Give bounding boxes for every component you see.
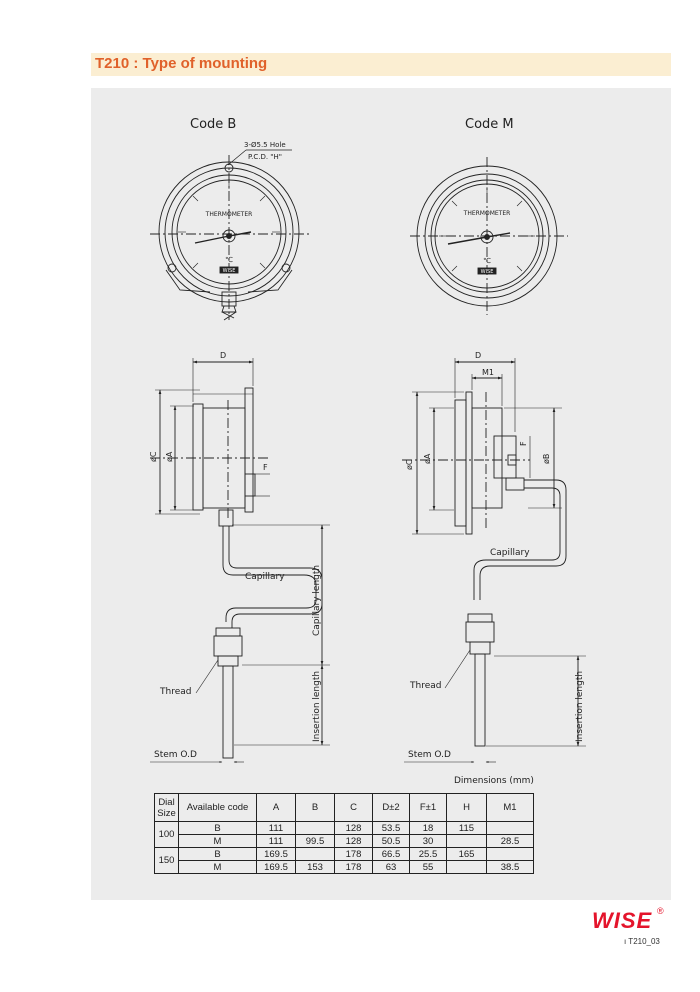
table-cell: 111 (256, 821, 296, 835)
table-cell: 111 (256, 834, 296, 848)
table-row: M 169.5 153 178 63 55 38.5 (155, 860, 534, 874)
b-insertion-length: Insertion length (312, 671, 322, 742)
b-dim-d: D (220, 351, 226, 360)
code-m-dial-text: THERMOMETER (463, 210, 511, 217)
m-stem-label: Stem O.D (408, 750, 451, 760)
b-stem-label: Stem O.D (154, 750, 197, 760)
col-b: B (295, 793, 335, 822)
m-dim-a: øA (423, 453, 432, 464)
table-cell: 30 (409, 834, 447, 848)
table-cell: 153 (295, 860, 335, 874)
b-capillary-label: Capillary (245, 572, 285, 582)
title-bar: T210 : Type of mounting (91, 53, 671, 76)
code-b-dial-text: THERMOMETER (205, 211, 253, 218)
table-cell (446, 860, 487, 874)
table-cell: B (178, 821, 257, 835)
table-cell: 99.5 (295, 834, 335, 848)
code-b-front-gauge (150, 149, 310, 321)
table-row: 100 B 111 128 53.5 18 115 (154, 821, 534, 848)
m-dim-c: øC (405, 459, 414, 470)
m-thread-label: Thread (409, 681, 441, 691)
code-b-side-view (150, 358, 330, 763)
table-caption: Dimensions (mm) (454, 776, 534, 786)
col-a: A (256, 793, 296, 822)
col-f: F±1 (409, 793, 447, 822)
col-d: D±2 (372, 793, 410, 822)
col-c: C (334, 793, 373, 822)
registered-mark: ® (657, 906, 664, 916)
m-dim-b: øB (542, 454, 551, 464)
table-cell: 28.5 (486, 834, 534, 848)
code-b-dial-unit: ℃ (225, 256, 233, 264)
dial-size-cell: 150 (154, 847, 179, 874)
table-cell: B (178, 847, 257, 861)
table-cell: 53.5 (372, 821, 410, 835)
table-cell: 55 (409, 860, 447, 874)
code-m-dial-unit: ℃ (483, 257, 491, 265)
table-cell: 169.5 (256, 847, 296, 861)
table-cell (486, 821, 534, 835)
code-m-front-gauge (410, 157, 568, 315)
table-cell: 128 (334, 821, 373, 835)
pcd-note: P.C.D. "H" (248, 153, 282, 161)
table-cell: 63 (372, 860, 410, 874)
table-cell: 115 (446, 821, 487, 835)
b-dim-f: F (263, 463, 268, 472)
code-b-label: Code B (190, 117, 236, 132)
page-id: ı T210_03 (624, 937, 660, 946)
col-h: H (446, 793, 487, 822)
dimensions-table: Dial Size Available code A B C D±2 F±1 H… (154, 793, 534, 874)
b-dim-c: øC (149, 451, 158, 462)
m-insertion-length: Insertion length (575, 671, 585, 742)
table-cell: 25.5 (409, 847, 447, 861)
table-cell: 50.5 (372, 834, 410, 848)
hole-note: 3-Ø5.5 Hole (244, 141, 286, 149)
table-cell: 178 (334, 860, 373, 874)
drawing-panel (91, 88, 671, 900)
b-dim-a: øA (165, 451, 174, 462)
table-cell (486, 847, 534, 861)
table-cell (295, 847, 335, 861)
page-title: T210 : Type of mounting (95, 55, 268, 72)
code-m-dial-brand: WISE (481, 269, 494, 275)
dial-size-cell: 100 (154, 821, 179, 848)
b-capillary-length: Capillary length (312, 565, 322, 636)
table-cell: 165 (446, 847, 487, 861)
m-dim-f: F (519, 441, 528, 446)
table-cell: 38.5 (486, 860, 534, 874)
table-cell: 66.5 (372, 847, 410, 861)
code-m-side-view (402, 358, 586, 763)
col-m1: M1 (486, 793, 534, 822)
table-cell: M (178, 860, 257, 874)
table-row: 150 B 169.5 178 66.5 25.5 165 (154, 847, 534, 874)
table-cell: 128 (334, 834, 373, 848)
b-thread-label: Thread (159, 687, 191, 697)
table-cell: 169.5 (256, 860, 296, 874)
table-cell: 18 (409, 821, 447, 835)
code-m-label: Code M (465, 117, 514, 132)
col-available-code: Available code (178, 793, 257, 822)
table-cell: M (178, 834, 257, 848)
col-dial-size: Dial Size (154, 793, 179, 822)
code-b-dial-brand: WISE (223, 268, 236, 274)
table-cell (446, 834, 487, 848)
m-dim-d: D (475, 351, 481, 360)
m-dim-m1: M1 (482, 368, 494, 377)
table-cell: 178 (334, 847, 373, 861)
table-row: M 111 99.5 128 50.5 30 28.5 (155, 834, 534, 848)
m-capillary-label: Capillary (490, 548, 530, 558)
wise-logo: WISE (592, 908, 653, 933)
table-cell (295, 821, 335, 835)
table-header-row: Dial Size Available code A B C D±2 F±1 H… (154, 793, 534, 822)
